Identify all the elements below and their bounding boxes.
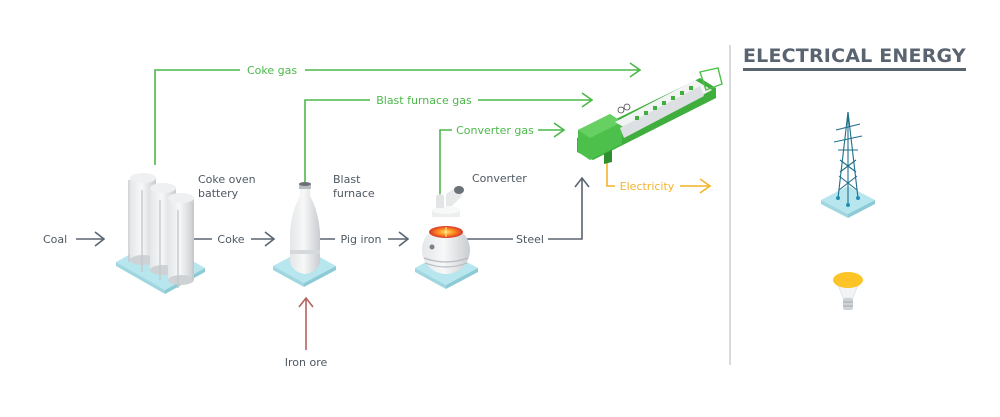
electricity-label: Electricity bbox=[620, 180, 675, 193]
converter-gas-label: Converter gas bbox=[456, 124, 534, 137]
section-title: ELECTRICAL ENERGY bbox=[743, 44, 966, 71]
arrowhead-icon bbox=[94, 231, 106, 247]
electricity-flow: Electricity bbox=[606, 162, 712, 194]
steel-flow: Steel bbox=[466, 176, 590, 246]
arrowhead-icon bbox=[553, 122, 566, 138]
pig-iron-label: Pig iron bbox=[341, 233, 382, 246]
converter-gas-flow: Converter gas bbox=[439, 122, 566, 195]
arrowhead-icon bbox=[629, 62, 642, 78]
coke-oven-label-line1: Coke oven bbox=[198, 173, 256, 186]
coke-flow: Coke bbox=[194, 231, 276, 247]
blast-furnace-label-line2: furnace bbox=[333, 187, 375, 200]
coke-gas-flow: Coke gas bbox=[154, 62, 642, 165]
arrowhead-icon bbox=[298, 296, 314, 308]
converter-label: Converter bbox=[472, 172, 527, 185]
arrowhead-icon bbox=[699, 178, 712, 194]
light-bulb-icon bbox=[833, 272, 863, 310]
pig-iron-flow: Pig iron bbox=[318, 231, 410, 247]
coke-label: Coke bbox=[217, 233, 244, 246]
coal-flow: Coal bbox=[43, 231, 106, 247]
gas-engine-icon bbox=[577, 67, 723, 164]
coke-oven-label-line2: battery bbox=[198, 187, 239, 200]
arrowhead-icon bbox=[264, 231, 276, 247]
iron-ore-flow: Iron ore bbox=[285, 296, 328, 369]
blast-furnace-label-line1: Blast bbox=[333, 173, 361, 186]
steel-label: Steel bbox=[516, 233, 544, 246]
iron-ore-label: Iron ore bbox=[285, 356, 328, 369]
arrowhead-icon bbox=[581, 92, 594, 108]
blast-furnace-gas-flow: Blast furnace gas bbox=[304, 92, 594, 185]
blast-furnace-icon: Blast furnace bbox=[273, 173, 375, 287]
converter-icon: Converter bbox=[415, 172, 527, 289]
coal-label: Coal bbox=[43, 233, 67, 246]
blast-furnace-gas-label: Blast furnace gas bbox=[376, 94, 472, 107]
coke-oven-battery-icon: Coke oven battery bbox=[116, 173, 256, 294]
power-pylon-icon bbox=[821, 111, 875, 218]
arrowhead-icon bbox=[398, 231, 410, 247]
coke-gas-label: Coke gas bbox=[247, 64, 297, 77]
arrowhead-icon bbox=[574, 176, 590, 188]
